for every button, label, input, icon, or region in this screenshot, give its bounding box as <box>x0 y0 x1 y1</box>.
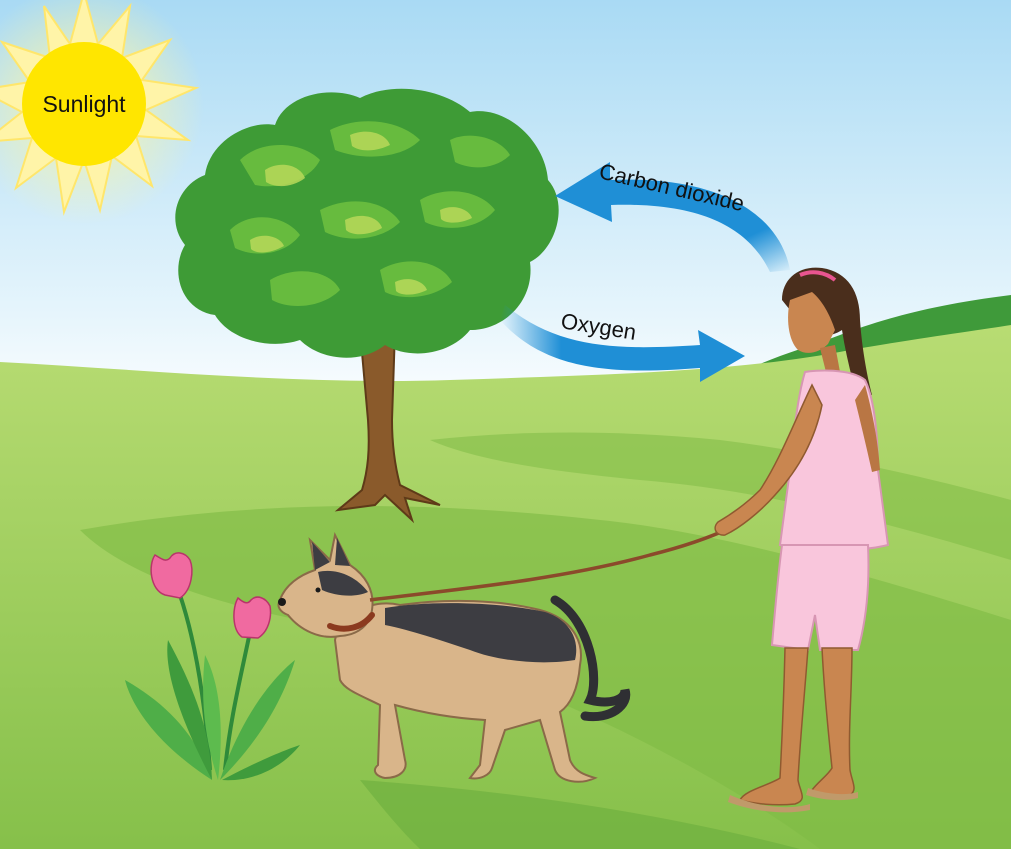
sunlight-label: Sunlight <box>42 91 126 117</box>
girl-shorts <box>772 545 868 650</box>
